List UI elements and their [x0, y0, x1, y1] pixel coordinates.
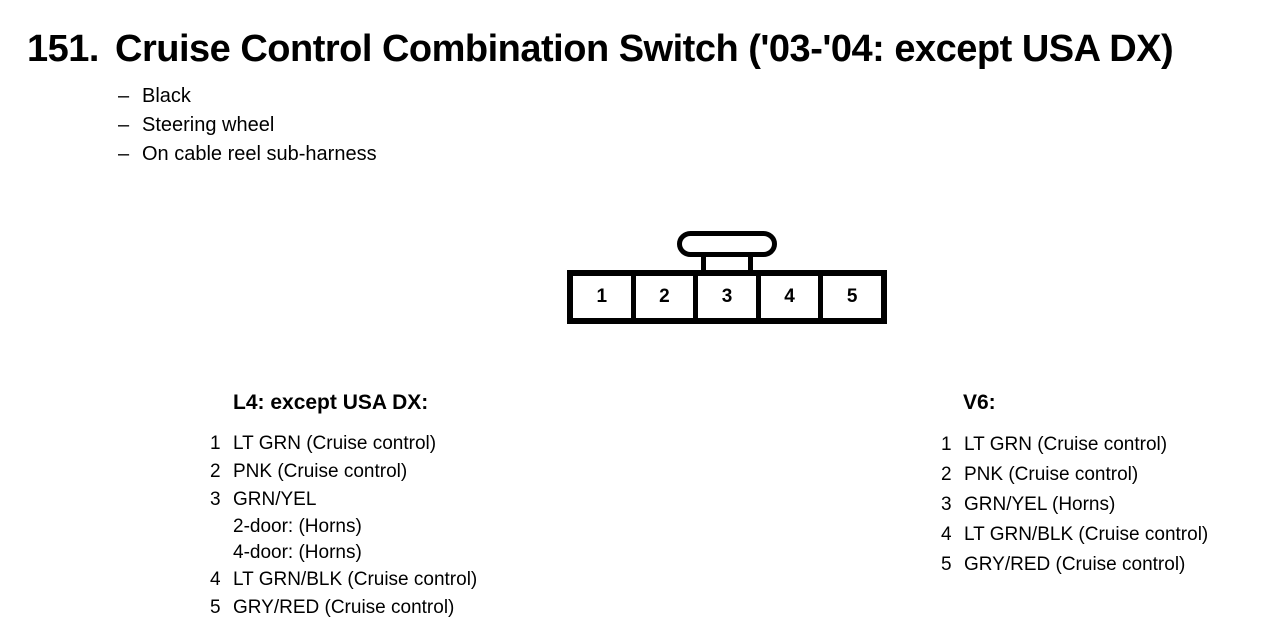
note-text: Black	[142, 85, 191, 107]
pin-description: LT GRN (Cruise control)	[233, 433, 437, 454]
section-title: Cruise Control Combination Switch ('03-'…	[115, 28, 1174, 70]
column-heading-v6: V6:	[963, 391, 996, 414]
dash-icon: –	[118, 114, 130, 136]
pin-description: PNK (Cruise control)	[964, 464, 1139, 485]
pin-number: 1	[596, 286, 608, 307]
notes-list: – Black – Steering wheel – On cable reel…	[118, 82, 377, 169]
pin-number: 1	[941, 434, 952, 455]
dash-icon: –	[118, 143, 130, 165]
connector-pin-4: 4	[760, 276, 824, 318]
pin-number: 4	[210, 569, 221, 590]
pin-number: 3	[941, 494, 952, 515]
pin-number: 5	[941, 554, 952, 575]
note-harness: – On cable reel sub-harness	[118, 140, 377, 169]
pin-number: 4	[784, 286, 795, 307]
pin-row: 4 LT GRN/BLK (Cruise control)	[941, 520, 1208, 550]
pin-row: 2 PNK (Cruise control)	[210, 458, 477, 486]
connector-diagram: 1 2 3 4 5	[567, 270, 887, 324]
pin-row: 1 LT GRN (Cruise control)	[210, 430, 477, 458]
connector-latch-icon	[677, 231, 777, 274]
pin-description: GRN/YEL (Horns)	[964, 494, 1116, 515]
pin-description: PNK (Cruise control)	[233, 461, 408, 482]
connector-pin-5: 5	[823, 276, 881, 318]
pin-description: LT GRN/BLK (Cruise control)	[233, 569, 478, 590]
note-text: Steering wheel	[142, 114, 275, 136]
note-location: – Steering wheel	[118, 111, 377, 140]
pin-number: 2	[659, 286, 670, 307]
pin-row: 3 GRN/YEL	[210, 486, 477, 514]
pinout-list-v6: 1 LT GRN (Cruise control) 2 PNK (Cruise …	[941, 430, 1208, 580]
pin-number: 4	[941, 524, 952, 545]
pin-number: 2	[941, 464, 952, 485]
pin-number: 3	[721, 286, 733, 307]
page-title: 151. Cruise Control Combination Switch (…	[27, 28, 1174, 70]
dash-icon: –	[118, 85, 130, 107]
section-number: 151.	[27, 28, 99, 70]
pin-description: LT GRN (Cruise control)	[964, 434, 1168, 455]
pin-row: 5 GRY/RED (Cruise control)	[210, 594, 477, 622]
pin-sub-description: 2-door: (Horns)	[233, 516, 362, 537]
pin-number: 5	[846, 286, 858, 307]
pin-description: GRY/RED (Cruise control)	[964, 554, 1186, 575]
note-text: On cable reel sub-harness	[142, 143, 377, 165]
connector-pin-2: 2	[635, 276, 699, 318]
connector-pin-1: 1	[573, 276, 636, 318]
pin-sub-description: 4-door: (Horns)	[233, 542, 362, 563]
pin-number: 3	[210, 489, 221, 510]
connector-pin-3: 3	[698, 276, 761, 318]
column-heading-l4: L4: except USA DX:	[233, 391, 429, 414]
note-color: – Black	[118, 82, 377, 111]
pin-description: GRN/YEL	[233, 489, 317, 510]
pinout-list-l4: 1 LT GRN (Cruise control) 2 PNK (Cruise …	[210, 430, 477, 622]
pin-row: 5 GRY/RED (Cruise control)	[941, 550, 1208, 580]
pin-row: 4 LT GRN/BLK (Cruise control)	[210, 566, 477, 594]
pin-row: 1 LT GRN (Cruise control)	[941, 430, 1208, 460]
pin-number: 5	[210, 597, 221, 618]
pin-description: GRY/RED (Cruise control)	[233, 597, 455, 618]
pin-row: 2 PNK (Cruise control)	[941, 460, 1208, 490]
pin-description: LT GRN/BLK (Cruise control)	[964, 524, 1209, 545]
pin-number: 2	[210, 461, 221, 482]
pin-number: 1	[210, 433, 221, 454]
pin-row: 3 GRN/YEL (Horns)	[941, 490, 1208, 520]
